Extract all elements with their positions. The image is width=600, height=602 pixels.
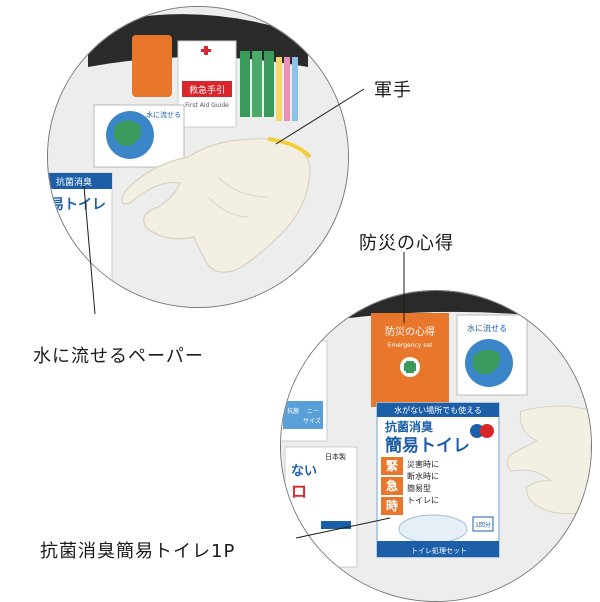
toilet-pack-line1: 抗菌消臭: [56, 176, 92, 188]
blue-tag-1: 抗菌: [287, 407, 299, 415]
firstaid-title: 救急手引: [189, 84, 225, 96]
orange-pack: [132, 35, 172, 97]
toilet-pack-partial: [48, 172, 113, 284]
toilet-name-line2: 簡易トイレ: [384, 435, 470, 456]
toilet-pack-line2: 易トイレ: [50, 197, 106, 213]
guide-subtitle: Emergency set: [388, 342, 434, 349]
made-in-label: 日本製: [325, 452, 346, 461]
toilet-seat-graphic: [398, 514, 468, 544]
toilet-count: 1回分: [475, 521, 491, 529]
callout-disaster-guide: 防災の心得: [359, 233, 454, 254]
feature-2: 断水時に: [407, 471, 439, 481]
tissue-label: 水に流せる: [467, 323, 507, 333]
lower-zoom-circle: 防災の心得 Emergency set 水に流せる 抗菌 ニー サイズ 日本製 …: [280, 290, 592, 602]
svg-text:時: 時: [386, 498, 398, 513]
lower-zoom-scene: 防災の心得 Emergency set 水に流せる 抗菌 ニー サイズ 日本製 …: [281, 291, 591, 601]
tissue-label: 水に流せる: [146, 110, 181, 119]
feature-4: トイレに: [407, 496, 439, 505]
toilet-footer: トイレ処理セット: [411, 546, 467, 555]
gloves-graphic: [121, 137, 312, 273]
blue-tag-3: サイズ: [303, 417, 321, 425]
callout-gloves: 軍手: [374, 80, 412, 101]
left-pack-text-b: ロ: [291, 482, 307, 501]
svg-text:急: 急: [386, 478, 398, 493]
firstaid-band: [182, 81, 232, 97]
bandage-strips: [240, 51, 298, 121]
toilet-name-line1: 抗菌消臭: [385, 419, 433, 434]
upper-zoom-scene: 救急手引 First Aid Guide 水に流せる 抗菌消臭 易トイレ: [48, 7, 348, 307]
svg-text:緊: 緊: [386, 458, 398, 473]
callout-portable-toilet: 抗菌消臭簡易トイレ1P: [40, 541, 236, 562]
badge-1: [381, 457, 403, 475]
badge-3: [381, 497, 403, 515]
upper-zoom-circle: 救急手引 First Aid Guide 水に流せる 抗菌消臭 易トイレ: [47, 6, 349, 308]
blue-tag-2: ニー: [307, 408, 319, 415]
callout-flushable-paper: 水に流せるペーパー: [33, 346, 204, 367]
left-pack-text-a: ない: [291, 464, 317, 479]
badge-2: [381, 477, 403, 495]
feature-1: 災害時に: [407, 459, 439, 469]
person-icon: [470, 424, 484, 438]
guide-title: 防災の心得: [385, 325, 435, 338]
feature-3: 簡易型: [407, 483, 431, 493]
firstaid-subtitle: First Aid Guide: [185, 102, 229, 109]
toilet-banner: 水がない場所でも使える: [394, 405, 482, 415]
